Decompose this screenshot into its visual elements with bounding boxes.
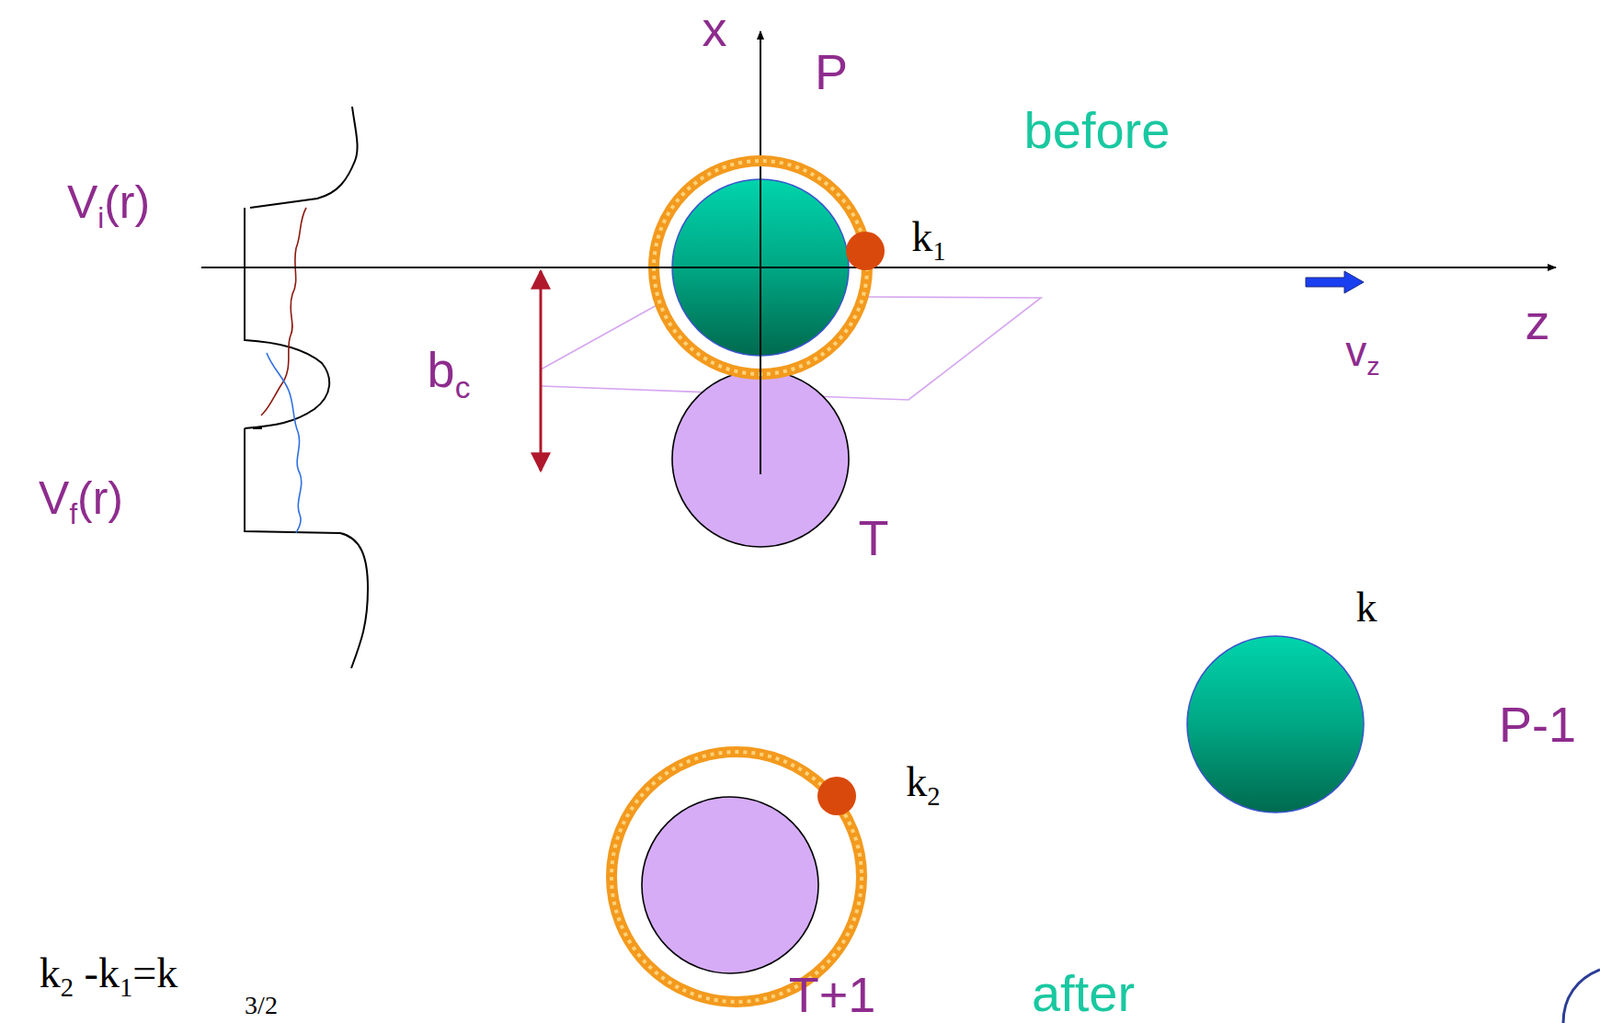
ejectile-nucleus: [1187, 636, 1364, 813]
residual-orbit: [611, 752, 862, 1003]
impact-parameter-arrow: [539, 271, 543, 471]
residual-nucleus: [641, 797, 819, 974]
potential-curves: [244, 106, 368, 669]
velocity-arrow: [1305, 271, 1364, 294]
axis-label: z: [1525, 297, 1551, 347]
residual-orbit-hatch: [611, 752, 862, 1003]
axis-over-nucleus: [759, 175, 762, 475]
velocity-label: vz: [1345, 330, 1380, 379]
axis-over-nucleus: [643, 266, 883, 269]
potential-label: Vf(r): [38, 475, 124, 529]
nucleus-label: P-1: [1498, 699, 1577, 750]
axes: [201, 31, 1556, 475]
potential-label: Vi(r): [67, 179, 150, 233]
captured-nucleon: [817, 777, 857, 816]
momentum-relation: k2 -k1=k: [39, 952, 178, 1002]
momentum-label: k: [1356, 586, 1378, 629]
momentum-label: k1: [911, 216, 946, 265]
nucleus-label: T+1: [788, 970, 877, 1020]
impact-parameter-label: bc: [427, 344, 471, 403]
transferred-nucleon: [845, 231, 885, 271]
axis-label: x: [702, 3, 728, 54]
exponent-fragment: 3/2: [244, 993, 278, 1019]
nucleus-label: T: [858, 513, 890, 563]
stage-label: after: [1031, 968, 1135, 1020]
stage-label: before: [1024, 104, 1171, 157]
nucleus-label: P: [814, 46, 848, 97]
momentum-label: k2: [905, 761, 940, 811]
logo-arc: [1563, 970, 1600, 1023]
